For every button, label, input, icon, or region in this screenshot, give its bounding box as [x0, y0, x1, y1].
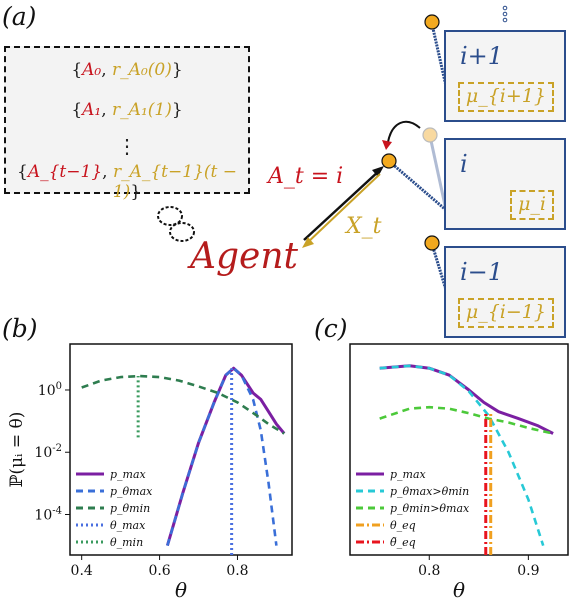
- y-tick-label: 100: [38, 381, 62, 399]
- action-label: A_t = i: [268, 164, 344, 189]
- legend-label: p_max: [390, 468, 427, 481]
- memory-action-0: A₀: [82, 60, 102, 80]
- lever-knob-ghost: [422, 127, 438, 143]
- x-tick-label: 0.8: [226, 563, 248, 579]
- legend-label: θ̃_eq: [390, 536, 416, 549]
- reward-label: X_t: [346, 214, 382, 239]
- series-line-p_θmin: [81, 374, 285, 435]
- action-arrowhead: [372, 166, 384, 177]
- agent-memory-box: {A₀, r_A₀(0)} {A₁, r_A₁(1)} ⋮ {A_{t−1}, …: [4, 46, 250, 202]
- chain-icon: [157, 206, 195, 242]
- arm-mean-upper: μ_{i+1}: [457, 82, 554, 112]
- reward-arrow: [305, 173, 381, 245]
- reward-arrowhead: [302, 237, 314, 248]
- chart-b: 0.4 0.6 0.8 100 10-2 10-4 θ ℙ(μᵢ = θ) p_max p_θma…: [7, 343, 293, 602]
- chart-c: 0.8 0.9 θ p_max p_θmax>θmin p_θmin>θmax θ_eq θ̃…: [349, 343, 569, 602]
- lever-knob-lower: [424, 235, 440, 251]
- legend-label: θ_eq: [390, 519, 416, 532]
- memory-action-1: A₁: [82, 100, 102, 120]
- arm-label-lower: i−1: [460, 258, 504, 286]
- series-line-p_max: [165, 366, 286, 547]
- lever-knob-middle: [381, 153, 397, 169]
- memory-entry-last: {A_{t−1}, r_A_{t−1}(t − 1)}: [17, 162, 237, 202]
- legend-label: p_max: [110, 468, 147, 481]
- memory-ellipsis: ⋮: [117, 134, 137, 158]
- memory-entry-1: {A₁, r_A₁(1)}: [71, 100, 183, 120]
- x-axis-label: θ: [175, 578, 187, 602]
- legend-label: p_θmin>θmax: [390, 502, 470, 515]
- more-arms-dots-icon: [502, 5, 508, 23]
- series-line-p_θmax: [166, 366, 278, 546]
- arm-mean-lower: μ_{i−1}: [457, 298, 554, 328]
- memory-reward-last: r_A_{t−1}(t − 1): [112, 162, 237, 202]
- arm-label-middle: i: [460, 150, 468, 178]
- memory-reward-0: r_A₀(0): [112, 60, 172, 80]
- pull-arrow-icon: [387, 120, 421, 143]
- series-line-p_θmin>θmax: [379, 405, 554, 435]
- memory-reward-1: r_A₁(1): [112, 100, 172, 120]
- series-line-p_max: [379, 364, 554, 435]
- arm-mean-middle: μ_i: [510, 190, 554, 220]
- legend-label: p_θmax>θmin: [390, 485, 469, 498]
- lever-arm-lower: [430, 243, 448, 291]
- pull-arrowhead: [382, 140, 392, 150]
- x-tick-label: 0.6: [148, 563, 170, 579]
- panel-label-b: (b): [2, 314, 38, 343]
- plot-frame: [349, 343, 569, 556]
- y-axis-label: ℙ(μᵢ = θ): [7, 412, 27, 488]
- memory-action-last: A_{t−1}: [27, 162, 103, 182]
- y-tick-label: 10-4: [34, 505, 62, 523]
- lever-arm-ghost: [428, 135, 448, 211]
- x-axis-label: θ: [453, 578, 465, 602]
- arm-box-middle: i μ_i: [444, 138, 566, 230]
- panel-label-c: (c): [314, 314, 348, 343]
- lever-knob-upper: [424, 14, 440, 30]
- memory-entry-0: {A₀, r_A₀(0)}: [71, 60, 183, 80]
- x-tick-label: 0.9: [517, 563, 539, 579]
- x-tick-label: 0.4: [71, 563, 93, 579]
- x-tick-label: 0.8: [418, 563, 440, 579]
- arm-box-upper: i+1 μ_{i+1}: [444, 30, 566, 122]
- action-arrow: [303, 169, 381, 241]
- arm-box-lower: i−1 μ_{i−1}: [444, 246, 566, 338]
- legend-label: p_θmin: [110, 502, 150, 515]
- y-tick-label: 10-2: [34, 443, 62, 461]
- legend-label: θ_max: [110, 519, 146, 532]
- arm-label-upper: i+1: [460, 42, 504, 70]
- legend-label: θ_min: [110, 536, 143, 549]
- series-line-p_θmax>θmin: [379, 364, 545, 546]
- panel-label-a: (a): [2, 2, 37, 31]
- lever-arm-upper: [430, 23, 448, 87]
- plot-frame: [69, 343, 293, 556]
- legend-label: p_θmax: [110, 485, 153, 498]
- agent-label: Agent: [190, 236, 298, 277]
- agent-schematic: [157, 5, 508, 291]
- lever-arm-middle: [389, 160, 447, 212]
